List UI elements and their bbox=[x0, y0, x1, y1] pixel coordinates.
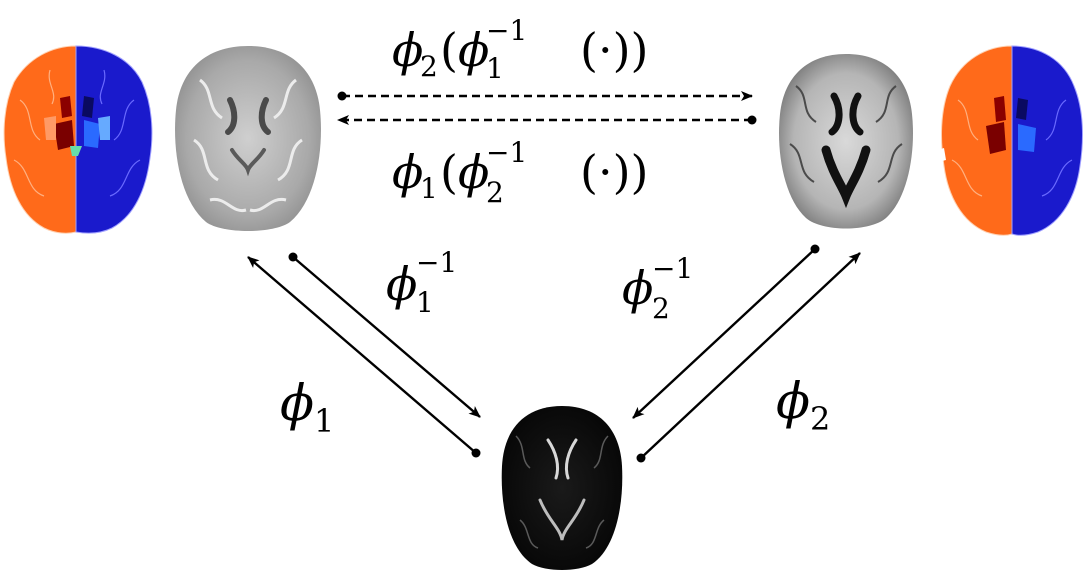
label-right-forward: ϕ 2 bbox=[776, 372, 830, 438]
arrow-left-forward bbox=[247, 256, 481, 458]
arrow-right-forward bbox=[636, 252, 861, 463]
label-left-forward-phi: ϕ bbox=[280, 374, 314, 432]
label-right-inverse-sup: −1 bbox=[652, 252, 693, 285]
label-top-backward-open: ( bbox=[440, 145, 458, 199]
template-image bbox=[501, 406, 623, 570]
left-segmentation-image bbox=[3, 45, 153, 234]
label-top-forward-arg: (·)) bbox=[580, 23, 648, 77]
label-top-forward-inner-sub: 1 bbox=[486, 52, 504, 85]
label-top-backward-sub: 1 bbox=[420, 172, 438, 205]
label-top-backward-inner-sub: 2 bbox=[486, 176, 504, 209]
label-left-forward: ϕ 1 bbox=[280, 374, 334, 440]
label-left-forward-sub: 1 bbox=[314, 402, 334, 440]
label-top-backward: ϕ 1 ( ϕ −1 2 (·)) bbox=[392, 136, 648, 209]
label-top-forward-phi-inner: ϕ bbox=[458, 23, 489, 77]
label-top-backward-arg: (·)) bbox=[580, 145, 648, 199]
label-top-forward-sub: 2 bbox=[420, 50, 438, 83]
label-right-forward-sub: 2 bbox=[810, 400, 830, 438]
right-segmentation-image bbox=[938, 45, 1083, 236]
label-right-inverse-sub: 2 bbox=[652, 292, 670, 325]
label-top-forward: ϕ 2 ( ϕ −1 1 (·)) bbox=[392, 14, 648, 85]
label-right-inverse: ϕ −1 2 bbox=[622, 252, 693, 325]
label-left-inverse: ϕ −1 1 bbox=[386, 246, 457, 319]
label-left-inverse-sub: 1 bbox=[416, 286, 434, 319]
label-right-inverse-phi: ϕ bbox=[622, 261, 653, 315]
label-top-forward-sup: −1 bbox=[486, 14, 527, 47]
label-top-forward-phi: ϕ bbox=[392, 23, 423, 77]
label-right-forward-phi: ϕ bbox=[776, 372, 810, 430]
label-left-inverse-sup: −1 bbox=[416, 246, 457, 279]
label-top-forward-open: ( bbox=[440, 23, 458, 77]
atlas-image-1 bbox=[175, 46, 321, 231]
atlas-image-2 bbox=[779, 54, 913, 229]
label-top-backward-phi-inner: ϕ bbox=[458, 145, 489, 199]
label-top-backward-phi: ϕ bbox=[392, 145, 423, 199]
label-top-backward-sup: −1 bbox=[486, 136, 527, 169]
label-left-inverse-phi: ϕ bbox=[386, 257, 417, 311]
